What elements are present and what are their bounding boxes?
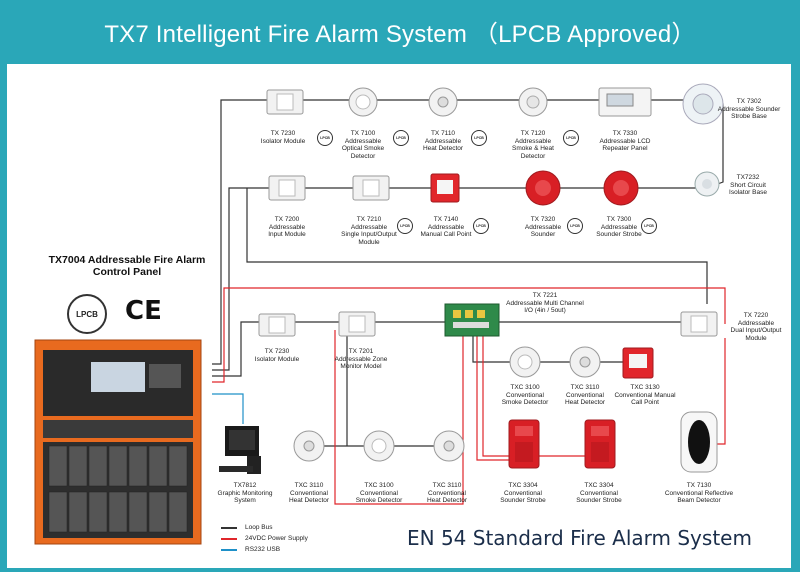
power-supply-wire — [482, 330, 607, 457]
tx7230-isolator-module-mid-icon — [258, 313, 296, 337]
label-txc3110-b: TXC 3110 Conventional Heat Detector — [288, 482, 330, 504]
label-tx7120: TX 7120 Addressable Smoke & Heat Detecto… — [512, 130, 554, 160]
txc3130-manual-call-point-icon — [622, 347, 654, 379]
ce-mark-icon: CE — [125, 296, 162, 326]
label-tx7210: TX 7210 Addressable Single Input/Output … — [341, 216, 397, 246]
txc3100-smoke-detector-icon — [509, 346, 541, 378]
lpcb-badge-icon: LPCB — [567, 218, 583, 234]
loop-bus-wire — [212, 99, 707, 365]
rs232-wire — [212, 393, 244, 424]
page-title: TX7 Intelligent Fire Alarm System （LPCB … — [104, 21, 696, 48]
label-tx7232: TX7232 Short Circuit Isolator Base — [729, 174, 767, 196]
legend-swatch — [221, 526, 237, 529]
power-supply-wire — [476, 330, 517, 461]
power-supply-wire — [334, 330, 464, 505]
lpcb-badge-icon: LPCB — [393, 130, 409, 146]
legend-item-power: 24VDC Power Supply — [221, 533, 308, 544]
lpcb-logo-icon: LPCB — [67, 294, 107, 334]
label-txc3110-a: TXC 3110 Conventional Heat Detector — [564, 384, 606, 406]
legend-item-loop-bus: Loop Bus — [221, 522, 308, 533]
label-tx7320: TX 7320 Addressable Sounder — [524, 216, 562, 238]
legend-label: Loop Bus — [245, 524, 273, 531]
txc3304-sounder-strobe-b-icon — [584, 419, 616, 469]
label-txc3110-c: TXC 3110 Conventional Heat Detector — [426, 482, 468, 504]
txc3110-heat-detector-b-icon — [293, 430, 325, 462]
txc3100-smoke-detector-b-icon — [363, 430, 395, 462]
label-tx7220: TX 7220 Addressable Dual Input/Output Mo… — [730, 312, 782, 342]
legend: Loop Bus 24VDC Power Supply RS232 USB — [221, 522, 308, 555]
standard-title: EN 54 Standard Fire Alarm System — [407, 526, 752, 550]
control-panel-cabinet — [34, 339, 202, 545]
tx7140-manual-call-point-icon — [430, 173, 460, 203]
tx7210-single-io-module-icon — [352, 175, 390, 201]
tx7320-sounder-icon — [525, 170, 561, 206]
legend-item-rs232: RS232 USB — [221, 544, 308, 555]
tx7120-smoke-heat-detector-icon — [518, 87, 548, 117]
label-tx7100: TX 7100 Addressable Optical Smoke Detect… — [341, 130, 385, 160]
txc3304-sounder-strobe-a-icon — [508, 419, 540, 469]
legend-label: 24VDC Power Supply — [245, 535, 308, 542]
label-txc3100-a: TXC 3100 Conventional Smoke Detector — [501, 384, 549, 406]
tx7812-pc-monitor-icon — [219, 426, 261, 474]
loop-bus-wire — [246, 188, 708, 304]
tx7201-zone-monitor-icon — [338, 311, 376, 337]
control-panel-title: TX7004 Addressable Fire Alarm Control Pa… — [48, 254, 206, 278]
tx7232-isolator-base-icon — [694, 171, 720, 197]
label-txc3100-b: TXC 3100 Conventional Smoke Detector — [355, 482, 403, 504]
legend-swatch — [221, 548, 237, 551]
label-tx7221: TX 7221 Addressable Multi Channel I/O (4… — [506, 292, 584, 314]
tx7130-beam-detector-icon — [680, 411, 718, 473]
tx7110-heat-detector-icon — [428, 87, 458, 117]
diagram-panel: TX 7230 Isolator Module LPCB TX 7100 Add… — [7, 64, 791, 568]
loop-bus-wire — [212, 187, 707, 371]
label-txc3304-a: TXC 3304 Conventional Sounder Strobe — [500, 482, 546, 504]
tx7220-dual-io-module-icon — [680, 311, 718, 337]
lpcb-badge-icon: LPCB — [563, 130, 579, 146]
tx7302-sounder-strobe-base-icon — [682, 83, 724, 125]
label-tx7110: TX 7110 Addressable Heat Detector — [422, 130, 464, 152]
label-txc3304-b: TXC 3304 Conventional Sounder Strobe — [576, 482, 622, 504]
label-tx7201: TX 7201 Addressable Zone Monitor Model — [334, 348, 388, 370]
txc3110-heat-detector-icon — [569, 346, 601, 378]
power-supply-wire — [212, 287, 726, 383]
label-txc3130: TXC 3130 Conventional Manual Call Point — [614, 384, 676, 406]
tx7230-isolator-module-icon — [266, 89, 304, 115]
label-tx7302: TX 7302 Addressable Sounder Strobe Base — [717, 98, 781, 120]
lpcb-badge-icon: LPCB — [641, 218, 657, 234]
label-tx7300: TX 7300 Addressable Sounder Strobe — [596, 216, 642, 238]
lpcb-badge-icon: LPCB — [317, 130, 333, 146]
lpcb-badge-icon: LPCB — [397, 218, 413, 234]
lpcb-badge-icon: LPCB — [473, 218, 489, 234]
label-tx7230-mid: TX 7230 Isolator Module — [254, 348, 300, 363]
label-tx7140: TX 7140 Addressable Manual Call Point — [420, 216, 472, 238]
wiring-diagram — [34, 83, 726, 545]
legend-label: RS232 USB — [245, 546, 281, 553]
tx7200-input-module-icon — [268, 175, 306, 201]
label-tx7200: TX 7200 Addressable Input Module — [268, 216, 306, 238]
tx7330-lcd-repeater-panel-icon — [598, 87, 652, 117]
tx7300-sounder-strobe-icon — [603, 170, 639, 206]
label-tx7130: TX 7130 Conventional Reflective Beam Det… — [664, 482, 734, 504]
lpcb-badge-icon: LPCB — [471, 130, 487, 146]
label-tx7812: TX7812 Graphic Monitoring System — [217, 482, 273, 504]
label-tx7330: TX 7330 Addressable LCD Repeater Panel — [599, 130, 651, 152]
tx7100-smoke-detector-icon — [348, 87, 378, 117]
legend-swatch — [221, 537, 237, 540]
tx7221-multi-channel-io-icon — [444, 303, 500, 337]
txc3110-heat-detector-c-icon — [433, 430, 465, 462]
label-tx7230-top: TX 7230 Isolator Module — [260, 130, 306, 145]
